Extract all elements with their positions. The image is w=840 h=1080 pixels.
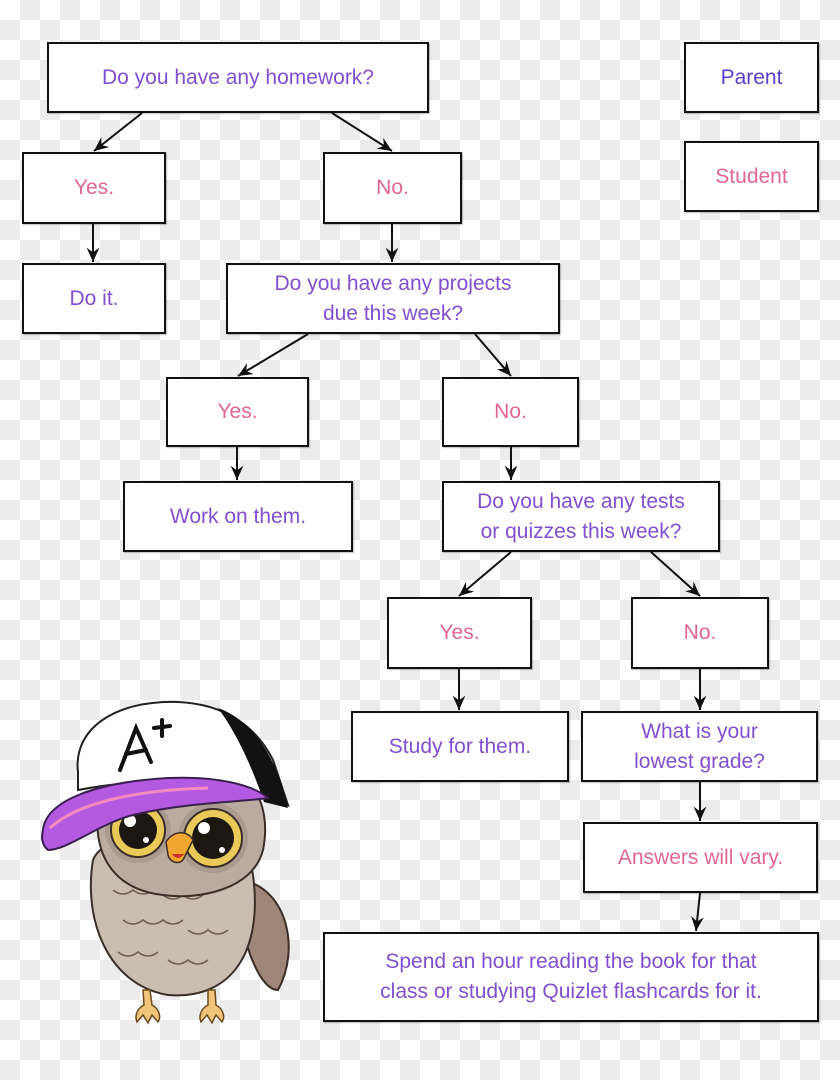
arrow-projects-to-no [474,333,512,377]
node-text: No. [683,621,717,644]
node-homework-question: Do you have any homework? [47,42,429,113]
node-final-action: Spend an hour reading the book for that … [323,932,819,1022]
arrow-tests-to-yes [458,551,512,597]
node-text: Do you have any homework? [102,65,374,89]
arrow-homework-to-no [331,112,393,152]
node-text: Work on them. [169,504,307,528]
node-homework-action: Do it. [22,263,166,334]
node-projects-question: Do you have any projects due this week? [226,263,560,334]
arrow-homework-to-yes [93,112,143,152]
node-text: Do you have any tests or quizzes this we… [477,489,685,543]
node-text: Yes. [73,176,115,199]
owl-left-eye [110,802,166,858]
node-tests-yes: Yes. [387,597,532,669]
owl-mascot-illustration [41,700,290,1025]
node-homework-no: No. [323,152,462,224]
node-text: What is your lowest grade? [634,719,765,773]
owl-right-eye [183,808,243,868]
arrow-answers-to-final [691,892,704,932]
node-text: Yes. [439,621,480,644]
node-text: Spend an hour reading the book for that … [380,950,762,1003]
node-tests-no: No. [631,597,769,669]
node-tests-question: Do you have any tests or quizzes this we… [442,481,720,552]
owl-cap-brim [41,776,271,852]
node-grade-answer: Answers will vary. [583,822,818,893]
node-projects-yes: Yes. [166,377,309,447]
node-text: Answers will vary. [617,845,784,869]
legend-parent-label: Parent [720,65,783,89]
legend-student-label: Student [715,164,788,188]
node-text: Yes. [217,400,258,423]
node-grade-question: What is your lowest grade? [581,711,818,782]
legend-student-box: Student [684,141,819,212]
owl-beak [165,832,194,864]
arrow-tests-to-no [650,551,701,597]
owl-cap-a-plus [118,718,172,772]
node-text: No. [494,400,527,423]
legend-parent-box: Parent [684,42,819,113]
node-homework-yes: Yes. [22,152,166,224]
owl-feet [135,989,225,1025]
node-text: Study for them. [388,734,532,758]
node-text: Do you have any projects due this week? [274,271,512,325]
owl-cap-side [218,708,288,808]
arrow-projects-to-yes [237,333,309,377]
node-projects-no: No. [442,377,579,447]
node-tests-action: Study for them. [351,711,569,782]
node-text: No. [376,176,409,199]
node-projects-action: Work on them. [123,481,353,552]
node-text: Do it. [69,286,119,310]
